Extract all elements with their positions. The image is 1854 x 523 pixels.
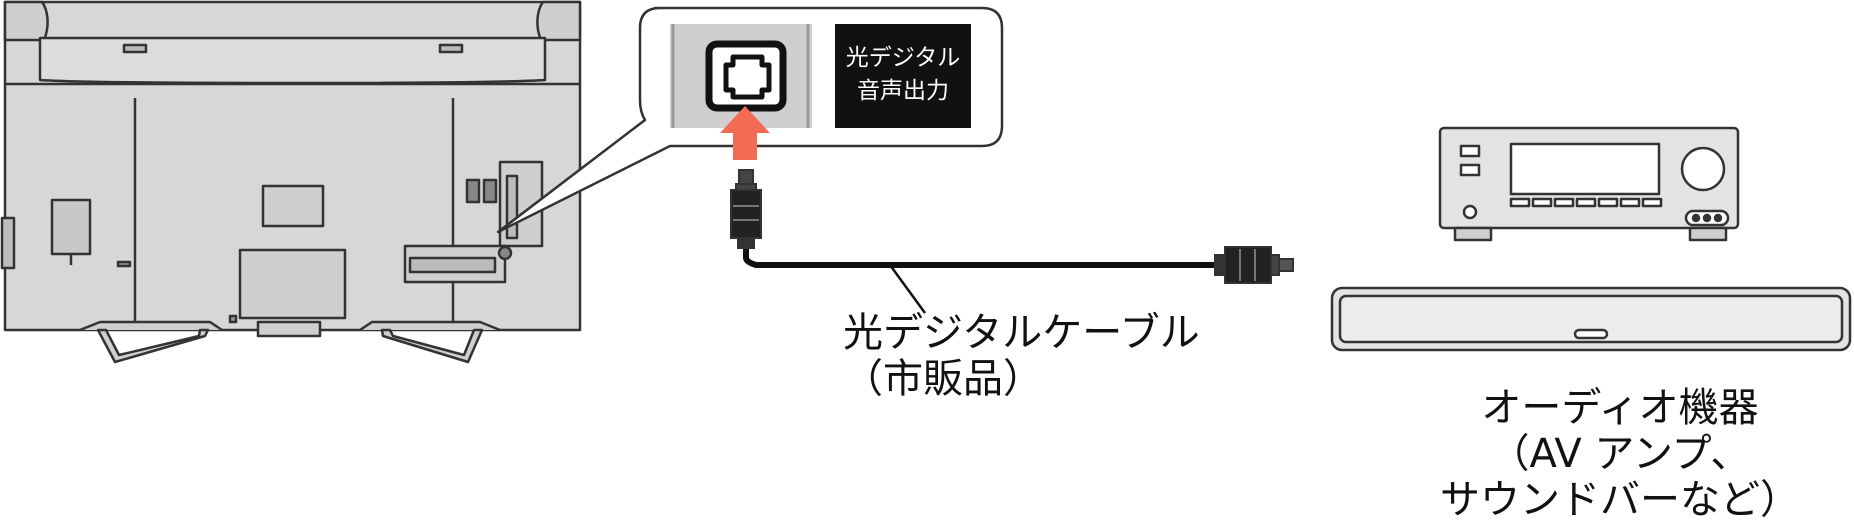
insert-arrow-icon <box>720 106 770 160</box>
cable-label: 光デジタルケーブル （市販品） <box>843 310 1200 402</box>
optical-plug-tv-end <box>730 169 762 249</box>
av-amplifier <box>1438 126 1740 242</box>
port-label-box <box>835 24 971 128</box>
optical-port-icon <box>705 40 787 112</box>
audio-device-label-line3: サウンドバーなど） <box>1440 477 1800 523</box>
audio-device-label-line1: オーディオ機器 <box>1481 385 1759 431</box>
optical-cable <box>730 169 1294 314</box>
tv-rear-view <box>0 0 582 364</box>
optical-output-label: 光デジタル 音声出力 <box>845 45 961 104</box>
cable-leader-line <box>888 264 927 314</box>
audio-device-label-line2: （AV アンプ、 <box>1489 431 1751 477</box>
cable-label-line2: （市販品） <box>843 356 1043 402</box>
soundbar <box>1330 286 1852 352</box>
optical-plug-device-end <box>1214 246 1294 284</box>
cable-label-line1: 光デジタルケーブル <box>843 310 1200 356</box>
audio-device-label: オーディオ機器 （AV アンプ、 サウンドバーなど） <box>1420 385 1820 523</box>
